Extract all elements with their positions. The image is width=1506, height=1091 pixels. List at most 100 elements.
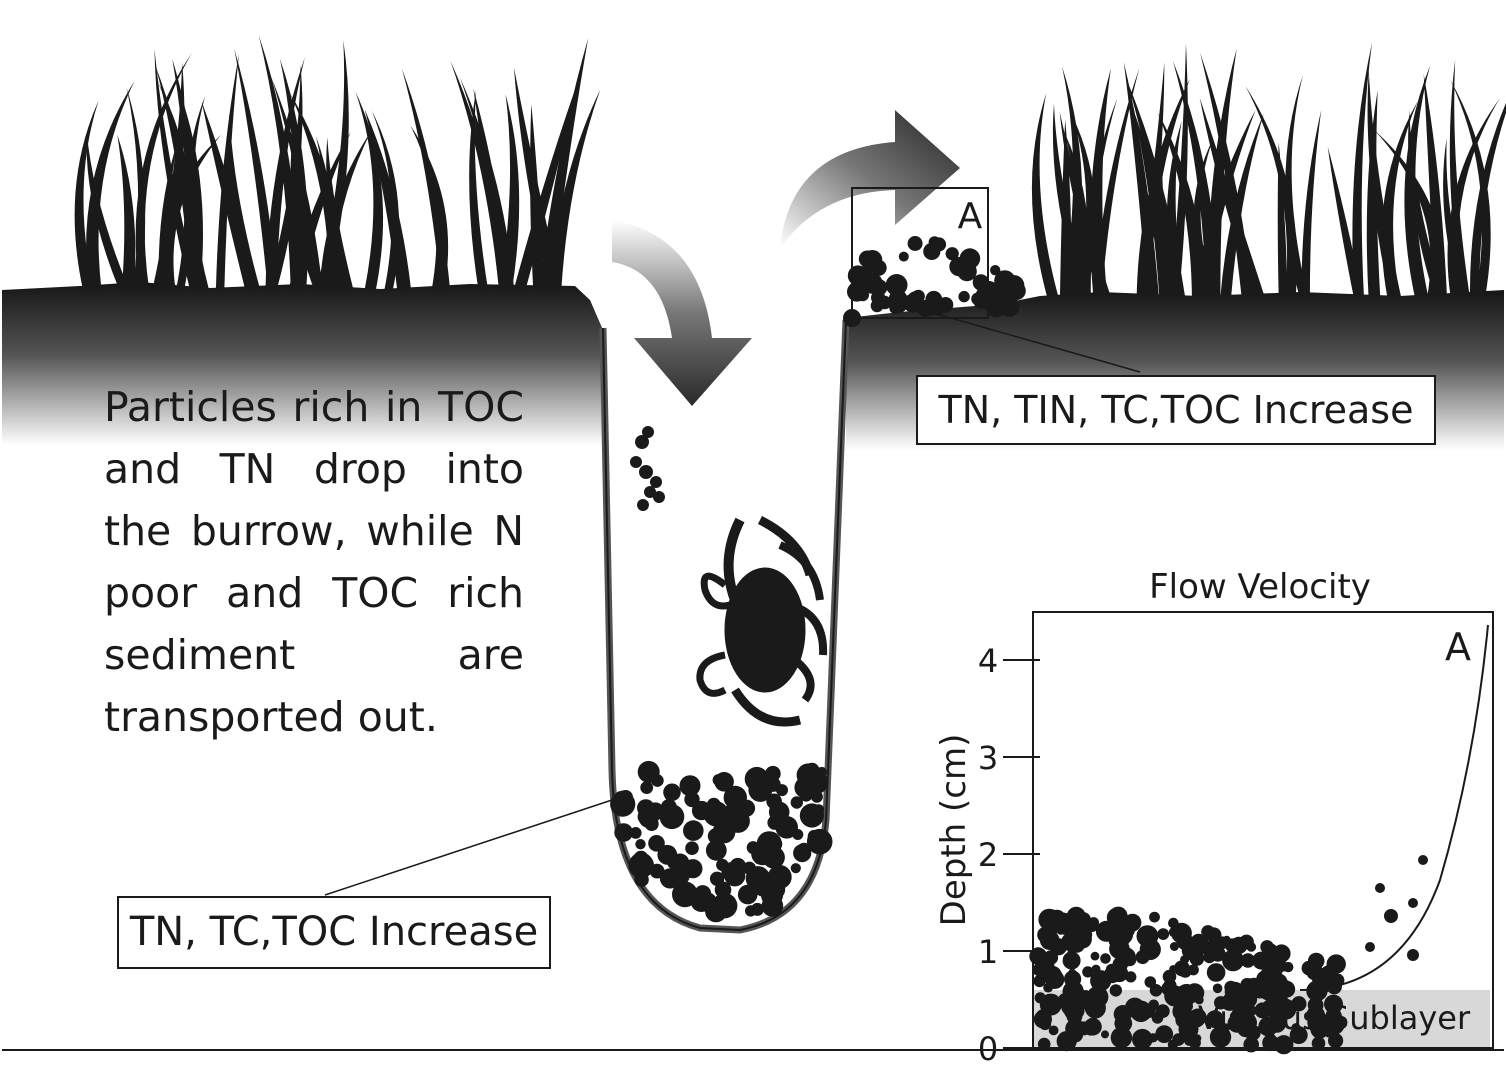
grass-blade (1450, 79, 1491, 298)
falling-particles (630, 426, 665, 511)
particle (709, 871, 725, 886)
particle (1208, 1013, 1221, 1026)
particle (1011, 288, 1023, 300)
particle (1206, 963, 1226, 982)
grass-blade (265, 57, 305, 291)
particle (1178, 964, 1192, 978)
burrow-particles (610, 760, 833, 923)
particle (1201, 925, 1215, 939)
particle (958, 290, 970, 303)
particle (1162, 1027, 1171, 1037)
particle (745, 905, 757, 917)
particle (1244, 1024, 1261, 1041)
grass-blade (1404, 65, 1431, 299)
particle (651, 774, 664, 787)
grass-blade (1052, 103, 1093, 298)
grass-blade (1200, 52, 1253, 298)
particle (663, 783, 681, 802)
particle (775, 816, 798, 839)
grass-blade (1093, 67, 1140, 298)
grass-blade (549, 89, 601, 290)
particle (1184, 1035, 1195, 1046)
particle (705, 839, 727, 861)
particle (679, 775, 701, 797)
particle (1230, 936, 1248, 955)
grass-blade (126, 87, 146, 290)
particle (639, 804, 661, 825)
grass-blade (538, 38, 589, 290)
grass-right (1031, 42, 1506, 299)
particle (1117, 1032, 1131, 1046)
particle (1101, 1030, 1109, 1039)
particle (1275, 979, 1292, 996)
particle (793, 844, 812, 863)
grass-blade (1443, 138, 1469, 298)
particle (697, 892, 717, 912)
particle (1246, 942, 1257, 952)
inset-ylabel: Depth (cm) (934, 734, 974, 927)
particle (994, 270, 1016, 292)
particle (737, 884, 758, 905)
particle (1169, 965, 1178, 974)
particle (1226, 956, 1241, 970)
grass-left (74, 34, 601, 291)
particle (1239, 992, 1257, 1009)
particle (1094, 1002, 1106, 1014)
grass-blade (86, 80, 135, 290)
particle (1307, 952, 1325, 970)
grass-blade (1381, 100, 1418, 298)
label-surface-increase: TN, TIN, TC,TOC Increase (916, 375, 1436, 445)
grass-blade (1447, 98, 1500, 298)
particle (1085, 1004, 1095, 1014)
grass-blade (1301, 110, 1322, 298)
particle (1045, 969, 1065, 990)
particle (813, 804, 825, 816)
grass-blade (1172, 61, 1219, 299)
velocity-profile-curve (1299, 624, 1489, 991)
particle (1038, 1017, 1052, 1031)
grass-blade (1082, 98, 1118, 298)
particle (1180, 986, 1196, 1002)
particle (1109, 906, 1128, 926)
surface-particles (847, 236, 1026, 318)
viscous-sublayer-label: Viscous Sublayer (1198, 999, 1471, 1037)
arrow-right-icon (780, 110, 960, 248)
particle (937, 297, 954, 313)
particle (628, 852, 654, 879)
grass-blade (1090, 68, 1111, 298)
particle (1123, 913, 1142, 932)
particle (790, 796, 803, 809)
grass-blade (157, 81, 192, 291)
particle (620, 794, 635, 810)
leader-line-burrow (324, 799, 613, 896)
grass-blade (1470, 102, 1506, 298)
grass-blade (1327, 146, 1363, 298)
grass-blade (450, 60, 510, 291)
grass-blade (513, 80, 579, 290)
particle (1212, 983, 1223, 994)
particle (746, 841, 760, 855)
particle (1082, 966, 1094, 978)
particle (745, 866, 771, 891)
particle (721, 862, 740, 881)
particle (1188, 934, 1210, 956)
particle (712, 774, 725, 786)
particle (667, 856, 680, 870)
grass-blade (371, 110, 400, 290)
grass-blade (1285, 75, 1309, 298)
grass-blade (1352, 42, 1373, 298)
particle (1245, 1005, 1257, 1017)
grass-blade (1155, 147, 1174, 298)
particle (1209, 1026, 1232, 1048)
particle (1114, 1014, 1133, 1033)
particle (712, 893, 738, 919)
grass-blade (227, 114, 261, 291)
particle (1168, 927, 1179, 938)
particle (756, 831, 782, 857)
particle (1203, 950, 1216, 964)
grass-blade (158, 139, 179, 290)
grass-blade (152, 62, 185, 290)
